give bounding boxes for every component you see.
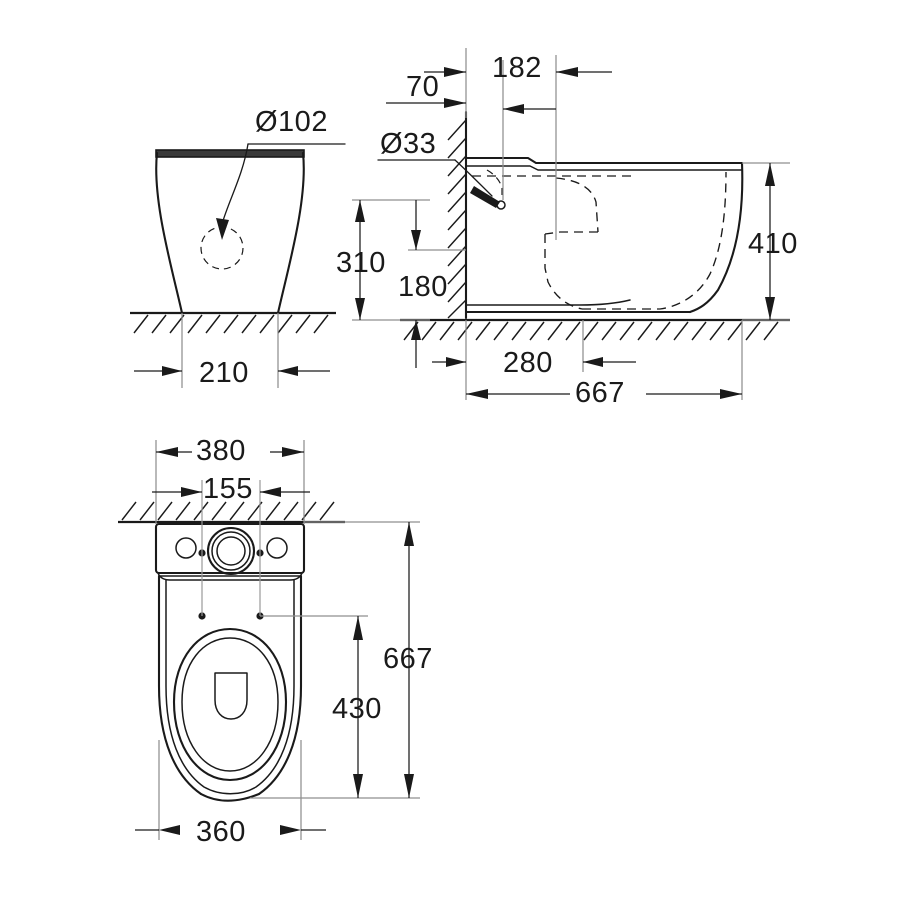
plan-outlet-outer xyxy=(206,526,256,576)
plan-dim-360-arrow-right xyxy=(280,825,301,835)
side-dia33-leader: Ø33 xyxy=(377,128,493,197)
side-base-inner-line xyxy=(465,299,631,306)
side-wall-hatch xyxy=(447,119,467,319)
plan-hole-right xyxy=(266,537,288,559)
side-dim-310-arrow-top xyxy=(355,200,365,222)
plan-hole-left xyxy=(175,537,197,559)
side-dim-182-inner xyxy=(503,104,556,114)
plan-body-left-edge xyxy=(157,574,203,796)
side-wall xyxy=(447,110,468,320)
plan-water-spot xyxy=(214,672,248,720)
plan-seat-inner xyxy=(181,637,279,772)
side-dim-180-label: 180 xyxy=(398,271,448,303)
plan-dim-380-arrow-right xyxy=(282,447,304,457)
plan-dim-360: 360 xyxy=(135,816,326,848)
plan-dim-667: 667 xyxy=(383,522,433,798)
plan-dim-380-label: 380 xyxy=(196,435,246,467)
plan-dim-380-arrow-left xyxy=(156,447,178,457)
side-dim-180: 180 xyxy=(398,200,466,368)
plan-wall-hatch xyxy=(121,501,335,521)
front-dia102-leader xyxy=(216,143,346,240)
side-dim-310: 310 xyxy=(336,199,430,321)
plan-dim-155-arrow-right xyxy=(260,487,281,497)
side-section-view: 70 182 Ø33 310 xyxy=(336,48,798,409)
plan-body-right-edge xyxy=(257,574,303,796)
plan-dim-360-label: 360 xyxy=(196,816,246,848)
side-dia33-label: Ø33 xyxy=(380,128,436,160)
plan-outlet-inner xyxy=(216,536,246,566)
plan-dim-667-label: 667 xyxy=(383,643,433,675)
side-dim-310-label: 310 xyxy=(336,247,386,279)
plan-dim-430-label: 430 xyxy=(332,693,382,725)
plan-dim-360-arrow-left xyxy=(159,825,180,835)
side-ground xyxy=(400,318,790,341)
plan-dim-430-arrow-bottom xyxy=(353,774,363,798)
front-ground-hatch xyxy=(133,314,329,334)
side-pan-top xyxy=(464,156,744,171)
side-dim-182-arrow-left xyxy=(444,67,466,77)
side-dim-280-arrow-right xyxy=(583,357,603,367)
plan-dim-430-arrow-top xyxy=(353,616,363,640)
front-dim-210: 210 xyxy=(134,313,330,389)
side-dim-70: 70 xyxy=(386,71,466,108)
plan-body-front-edge xyxy=(199,792,261,802)
plan-dim-380: 380 xyxy=(156,435,304,467)
side-hidden-contours xyxy=(472,169,727,310)
top-plan-view: 380 155 667 430 xyxy=(118,435,433,848)
side-dim-410-arrow-bottom xyxy=(765,297,775,320)
side-inlet-arrow xyxy=(470,186,500,208)
front-elevation-view: Ø102 xyxy=(130,106,346,389)
plan-dim-430: 430 xyxy=(332,616,382,798)
plan-dim-155: 155 xyxy=(152,473,310,505)
plan-dim-155-label: 155 xyxy=(203,473,253,505)
side-dim-667-arrow-left xyxy=(466,389,488,399)
plan-back-plate xyxy=(154,522,306,581)
side-inlet-port xyxy=(496,200,506,210)
side-dim-667: 667 xyxy=(466,377,742,409)
side-dim-280: 280 xyxy=(432,347,636,379)
front-top-rim xyxy=(155,149,305,158)
side-dim-180-arrow-bottom xyxy=(411,320,421,340)
front-ground xyxy=(130,311,336,334)
plan-dim-667-arrow-bottom xyxy=(404,774,414,798)
front-body-right-edge xyxy=(276,151,305,315)
side-dim-410-arrow-top xyxy=(765,163,775,186)
front-dia102-label: Ø102 xyxy=(255,106,328,138)
side-dim-70-label: 70 xyxy=(406,71,439,103)
side-dim-182-label: 182 xyxy=(492,52,542,84)
plan-seat-outer xyxy=(172,627,288,782)
side-dim-410: 410 xyxy=(748,163,798,320)
side-dim-182-arrow-right xyxy=(556,67,578,77)
side-dim-667-label: 667 xyxy=(575,377,625,409)
side-dim-182: 182 xyxy=(424,52,612,84)
side-dim-280-label: 280 xyxy=(503,347,553,379)
side-dim-182-inner-arrow xyxy=(503,104,524,114)
front-dia102-arrowhead xyxy=(216,218,229,240)
side-dim-70-arrow xyxy=(444,98,466,108)
side-ground-hatch xyxy=(403,321,779,341)
side-dim-180-arrow-top xyxy=(411,230,421,250)
front-dim-210-label: 210 xyxy=(199,357,249,389)
plan-dim-155-arrow-left xyxy=(181,487,202,497)
side-dim-667-arrow-right xyxy=(720,389,742,399)
side-dim-310-arrow-bottom xyxy=(355,298,365,320)
plan-body-inner-offset xyxy=(165,579,295,795)
plan-outlet-mid xyxy=(211,531,251,571)
front-dim-210-arrow-left xyxy=(162,366,182,376)
side-water-inlet xyxy=(470,186,506,210)
front-body-left-edge xyxy=(155,151,184,315)
front-dim-210-arrow-right xyxy=(278,366,298,376)
plan-dim-667-arrow-top xyxy=(404,522,414,546)
side-body-front-profile xyxy=(688,161,744,314)
side-dim-410-label: 410 xyxy=(748,228,798,260)
side-dim-280-arrow-left xyxy=(446,357,466,367)
